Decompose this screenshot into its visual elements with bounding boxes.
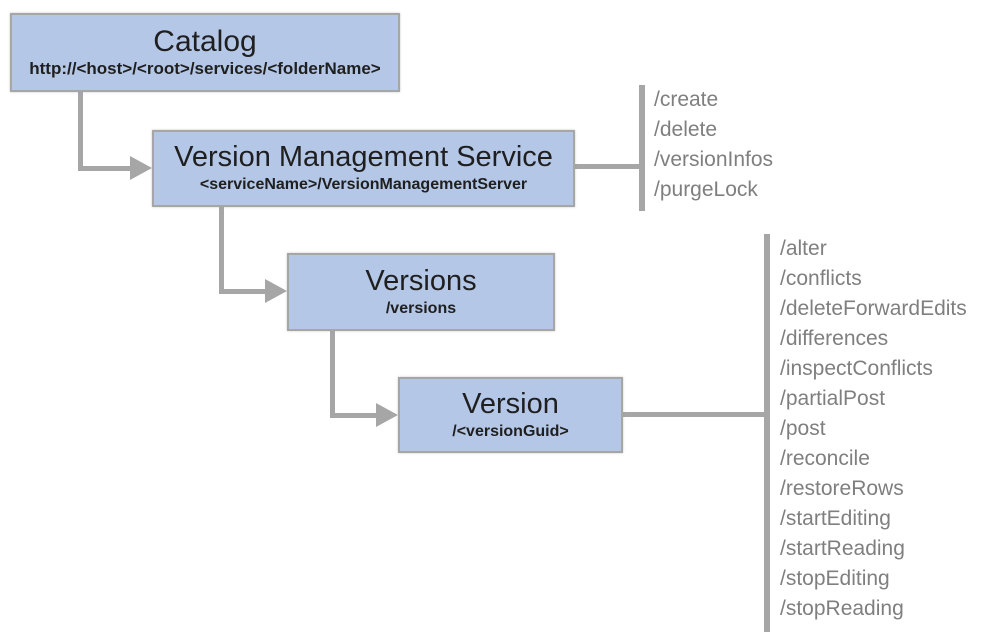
operation-item: /delete — [654, 118, 718, 141]
operation-item: /purgeLock — [654, 178, 758, 201]
connector-versions-version-vertical — [330, 331, 335, 418]
node-title: Catalog — [153, 25, 257, 58]
node-subtitle: <serviceName>/VersionManagementServer — [199, 176, 528, 193]
connector-catalog-vms-horizontal — [78, 166, 134, 171]
operation-item: /inspectConflicts — [780, 357, 933, 380]
version-ops-bracket-bar — [764, 234, 770, 632]
operation-item: /stopEditing — [780, 567, 890, 590]
operation-item: /startReading — [780, 537, 905, 560]
node-version: Version /<versionGuid> — [398, 377, 623, 453]
connector-vms-versions-horizontal — [219, 289, 267, 294]
node-version-management-service: Version Management Service <serviceName>… — [152, 130, 575, 207]
operation-item: /versionInfos — [654, 148, 774, 171]
operation-item: /reconcile — [780, 447, 870, 470]
connector-vms-ops-horizontal — [575, 164, 641, 169]
operation-item: /alter — [780, 237, 827, 260]
operation-item: /post — [780, 417, 826, 440]
operation-item: /startEditing — [780, 507, 891, 530]
node-subtitle: http://<host>/<root>/services/<folderNam… — [29, 59, 381, 78]
connector-vms-versions-vertical — [219, 207, 224, 294]
node-title: Version Management Service — [174, 141, 553, 173]
arrowhead-icon — [130, 156, 152, 180]
operation-item: /differences — [780, 327, 889, 350]
connector-catalog-vms-vertical — [78, 92, 83, 171]
version-operations-list: /alter/conflicts/deleteForwardEdits/diff… — [780, 234, 967, 624]
operation-item: /stopReading — [780, 597, 904, 620]
operation-item: /restoreRows — [780, 477, 904, 500]
node-subtitle: /<versionGuid> — [452, 422, 569, 440]
node-title: Versions — [365, 264, 477, 297]
operation-item: /partialPost — [780, 387, 886, 410]
node-versions: Versions /versions — [287, 253, 555, 331]
node-subtitle: /versions — [385, 299, 457, 317]
arrowhead-icon — [265, 279, 287, 303]
node-catalog: Catalog http://<host>/<root>/services/<f… — [10, 13, 400, 92]
vms-operations-list: /create/delete/versionInfos/purgeLock — [654, 85, 773, 205]
node-title: Version — [462, 387, 559, 420]
arrowhead-icon — [376, 403, 398, 427]
operation-item: /deleteForwardEdits — [780, 297, 967, 320]
connector-versions-version-horizontal — [330, 413, 378, 418]
operation-item: /conflicts — [780, 267, 862, 290]
vms-ops-bracket-bar — [639, 85, 645, 211]
operation-item: /create — [654, 88, 719, 111]
connector-version-ops-horizontal — [623, 412, 766, 417]
